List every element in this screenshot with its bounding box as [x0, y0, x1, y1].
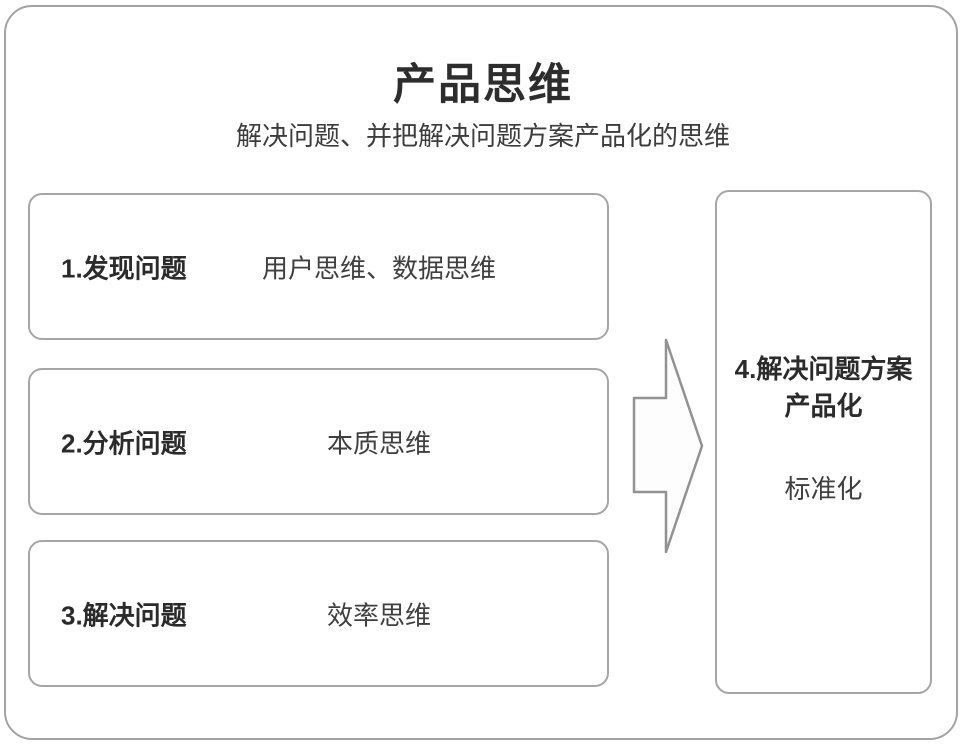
diagram-subtitle: 解决问题、并把解决问题方案产品化的思维: [235, 121, 730, 151]
result-heading-line-2: 产品化: [784, 390, 863, 421]
step-box-analyze-problem: 2.分析问题 本质思维: [28, 368, 609, 515]
result-heading-line-1: 4.解决问题方案: [734, 353, 913, 384]
step-description: 用户思维、数据思维: [261, 253, 497, 283]
step-label: 2.分析问题: [61, 428, 187, 458]
result-subtext: 标准化: [784, 473, 863, 504]
result-box-productize-solution: 4.解决问题方案 产品化 标准化: [715, 190, 932, 694]
step-label: 1.发现问题: [61, 253, 187, 283]
step-description: 效率思维: [326, 600, 432, 630]
result-heading: 4.解决问题方案 产品化: [735, 351, 913, 425]
step-label: 3.解决问题: [61, 600, 187, 630]
right-block-arrow-icon: [632, 338, 704, 554]
step-box-discover-problem: 1.发现问题 用户思维、数据思维: [28, 193, 609, 340]
diagram-title: 产品思维: [393, 61, 573, 109]
step-box-solve-problem: 3.解决问题 效率思维: [28, 540, 609, 687]
result-content: 4.解决问题方案 产品化 标准化: [735, 351, 913, 506]
step-description: 本质思维: [326, 428, 432, 458]
